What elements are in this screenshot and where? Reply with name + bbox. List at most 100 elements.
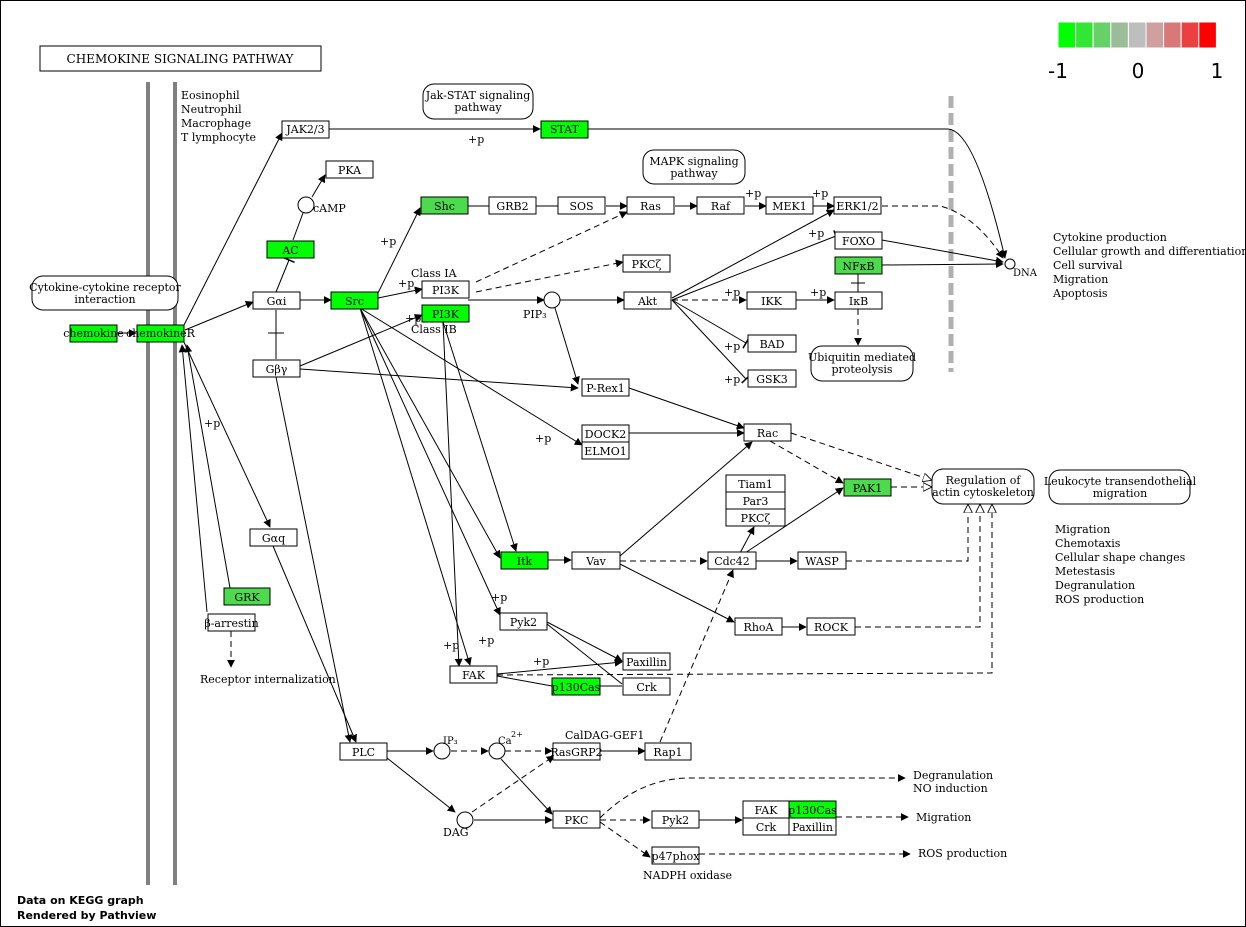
gene-node-p130cas[interactable]: p130Cas	[551, 677, 601, 696]
gene-node-nfkb[interactable]: NFκB	[834, 256, 883, 275]
svg-text:MEK1: MEK1	[772, 200, 807, 213]
svg-text:Paxillin: Paxillin	[626, 656, 667, 669]
gene-node-chemokine[interactable]: chemokine	[63, 324, 124, 343]
jak-stat-pathway-link[interactable]	[422, 83, 534, 120]
gene-node-pkc-zeta[interactable]: PKCζ	[622, 254, 671, 273]
svg-text:GRB2: GRB2	[496, 200, 528, 213]
svg-text:chemokineR: chemokineR	[126, 327, 196, 340]
svg-text:ELMO1: ELMO1	[584, 445, 627, 458]
outcome-text: Cellular growth and differentiation	[1053, 245, 1246, 258]
svg-text:DOCK2: DOCK2	[585, 428, 626, 441]
gene-node-pi3k-class-ib[interactable]: PI3K	[421, 304, 470, 323]
gene-node-crk-2[interactable]: Crk	[742, 817, 790, 836]
phosphorylation-label: +p	[398, 277, 414, 290]
calcium-label: Ca	[498, 736, 512, 747]
gene-node-shc[interactable]: Shc	[420, 196, 469, 215]
outcome-text: Degranulation	[1055, 579, 1135, 592]
svg-text:Paxillin: Paxillin	[792, 821, 833, 834]
svg-text:p47phox: p47phox	[652, 850, 701, 863]
gene-node-erk1-2[interactable]: ERK1/2	[833, 196, 882, 215]
gene-node-sos[interactable]: SOS	[557, 196, 606, 215]
gene-node-vav[interactable]: Vav	[571, 551, 621, 570]
gene-node-paxillin-2[interactable]: Paxillin	[788, 817, 837, 836]
outcome-text: NO induction	[913, 782, 988, 795]
gene-node-beta-arrestin[interactable]: β-arrestin	[204, 613, 259, 632]
legend-swatch	[1127, 21, 1147, 49]
gene-node-rap1[interactable]: Rap1	[644, 742, 692, 761]
gene-node-jak2-3[interactable]: JAK2/3	[281, 120, 330, 139]
svg-text:PAK1: PAK1	[853, 482, 883, 495]
gene-node-ikb[interactable]: IκB	[834, 291, 883, 310]
phosphorylation-label: +p	[745, 187, 761, 200]
cell-type-label: T lymphocyte	[181, 131, 256, 144]
pathway-link-text: Leukocyte transendothelial	[1044, 475, 1197, 488]
gene-node-dock2[interactable]: DOCK2	[581, 424, 630, 443]
gene-node-pyk2[interactable]: Pyk2	[499, 612, 548, 631]
gene-node-grb2[interactable]: GRB2	[488, 196, 537, 215]
page-title: CHEMOKINE SIGNALING PATHWAY	[67, 52, 295, 66]
ubiquitin-pathway-link[interactable]	[810, 345, 914, 382]
gene-node-akt[interactable]: Akt	[623, 291, 672, 310]
pathway-link-text: proteolysis	[831, 363, 892, 376]
actin-cytoskeleton-pathway-link[interactable]	[931, 468, 1035, 505]
gene-node-foxo[interactable]: FOXO	[834, 231, 883, 250]
svg-text:Raf: Raf	[711, 200, 731, 213]
gene-node-bad[interactable]: BAD	[747, 334, 797, 353]
gene-node-rhoa[interactable]: RhoA	[734, 617, 783, 636]
gene-node-plc[interactable]: PLC	[339, 742, 388, 761]
svg-text:Rac: Rac	[757, 427, 778, 440]
title-box	[39, 45, 322, 72]
gene-node-cdc42[interactable]: Cdc42	[707, 551, 757, 570]
legend-label-min: -1	[1048, 59, 1068, 83]
cytokine-receptor-pathway-link[interactable]	[31, 275, 179, 311]
svg-text:Pyk2: Pyk2	[510, 616, 537, 629]
svg-text:Gαq: Gαq	[262, 532, 285, 545]
leukocyte-migration-pathway-link[interactable]	[1048, 469, 1191, 505]
gene-node-fak-2[interactable]: FAK	[742, 800, 790, 819]
mapk-pathway-link[interactable]	[642, 149, 746, 185]
gene-node-raf[interactable]: Raf	[696, 196, 745, 215]
gene-node-chemokiner[interactable]: chemokineR	[126, 324, 196, 343]
pathway-link-text: migration	[1093, 487, 1147, 500]
gene-node-tiam1[interactable]: Tiam1	[725, 474, 786, 493]
gene-node-pi3k-class-ia[interactable]: PI3K	[421, 280, 470, 299]
gene-node-pkc-zeta-2[interactable]: PKCζ	[725, 508, 786, 527]
outcome-text: Cellular shape changes	[1055, 551, 1186, 564]
gene-node-rock[interactable]: ROCK	[806, 617, 856, 636]
gene-node-ikk[interactable]: IKK	[746, 291, 797, 310]
gene-node-gsk3[interactable]: GSK3	[747, 369, 797, 388]
gene-node-gby[interactable]: Gβγ	[252, 359, 301, 378]
outcome-text: Cytokine production	[1053, 231, 1167, 244]
gene-node-itk[interactable]: Itk	[500, 551, 549, 570]
gene-node-rac[interactable]: Rac	[743, 423, 792, 442]
gene-node-gaq[interactable]: Gαq	[249, 528, 298, 547]
gene-node-fak[interactable]: FAK	[449, 665, 498, 684]
gene-node-elmo1[interactable]: ELMO1	[581, 441, 630, 460]
gene-node-stat[interactable]: STAT	[540, 120, 589, 139]
svg-text:FOXO: FOXO	[842, 235, 875, 248]
svg-text:STAT: STAT	[550, 123, 580, 136]
gene-node-crk[interactable]: Crk	[622, 677, 671, 696]
gene-node-gai[interactable]: Gαi	[252, 291, 301, 310]
gene-node-ac[interactable]: AC	[266, 240, 315, 259]
gene-node-src[interactable]: Src	[330, 291, 379, 310]
pathway-link-text: Cytokine-cytokine receptor	[29, 281, 181, 294]
gene-node-ras[interactable]: Ras	[626, 196, 675, 215]
svg-text:Rap1: Rap1	[653, 746, 682, 759]
gene-node-p130cas-2[interactable]: p130Cas	[788, 800, 837, 819]
gene-node-pyk2-2[interactable]: Pyk2	[651, 810, 700, 829]
gene-node-p-rex1[interactable]: P-Rex1	[581, 378, 630, 397]
gene-node-wasp[interactable]: WASP	[797, 551, 847, 570]
ip3-label: IP₃	[443, 736, 458, 747]
gene-node-pka[interactable]: PKA	[325, 160, 374, 179]
gene-node-par3[interactable]: Par3	[725, 491, 786, 510]
gene-node-p47phox[interactable]: p47phox	[651, 846, 701, 865]
gene-node-paxillin[interactable]: Paxillin	[622, 652, 671, 671]
gene-node-pak1[interactable]: PAK1	[843, 478, 892, 497]
gene-node-mek1[interactable]: MEK1	[765, 196, 814, 215]
phosphorylation-label: +p	[533, 655, 549, 668]
gene-node-pkc[interactable]: PKC	[552, 810, 601, 829]
gene-node-grk[interactable]: GRK	[223, 587, 271, 606]
gene-node-rasgrp2[interactable]: RasGRP2	[550, 742, 603, 761]
